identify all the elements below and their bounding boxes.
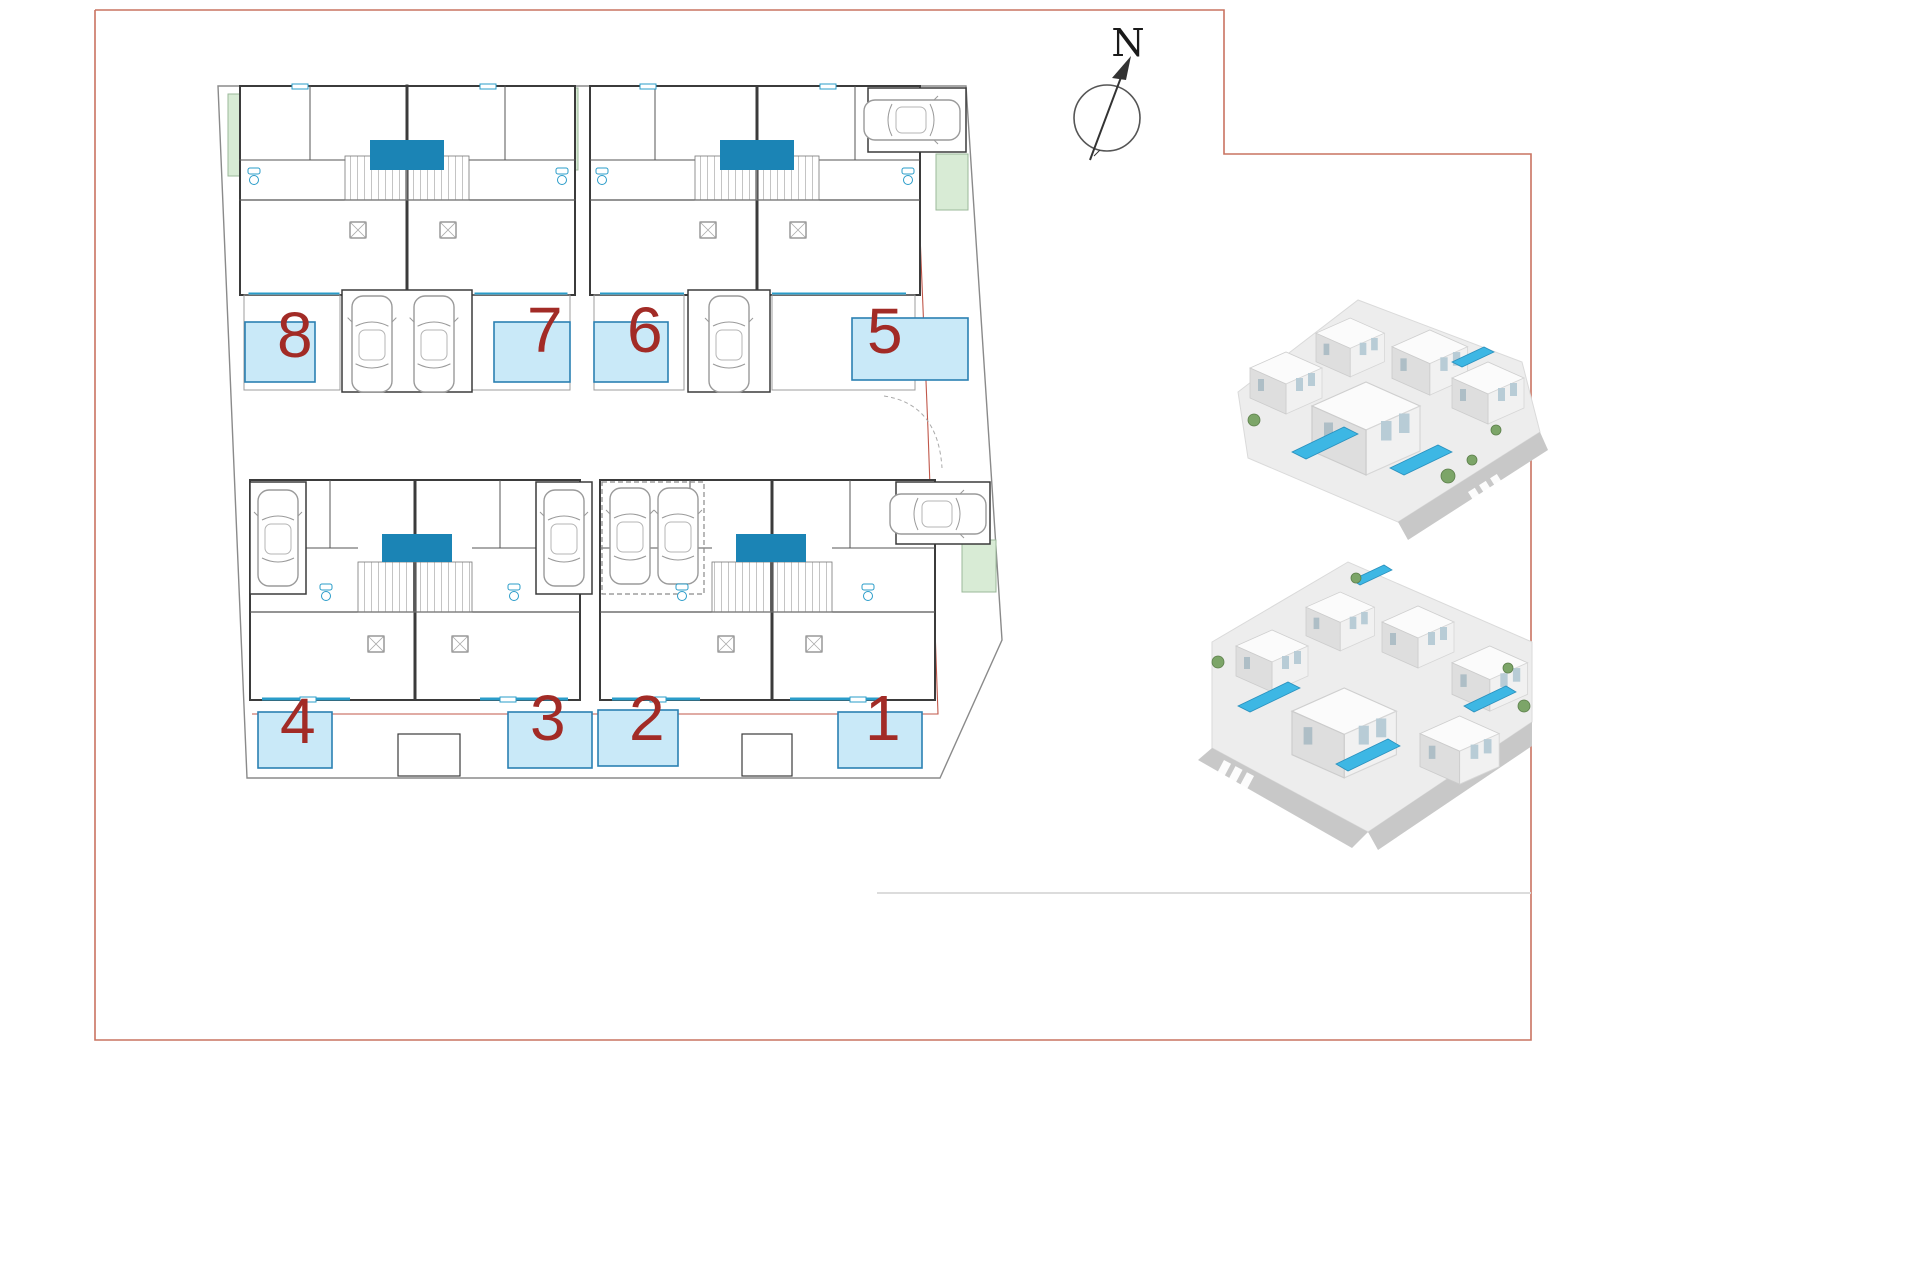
- table-icon: [451, 635, 469, 653]
- pool-1: [837, 711, 923, 769]
- crosswalk: [1468, 473, 1509, 511]
- unit-label-1: 1: [865, 682, 901, 754]
- window-icon: [499, 696, 517, 703]
- villa-3d-render-top: [1237, 299, 1548, 540]
- car-icon: [409, 295, 459, 393]
- render-pool: [1351, 564, 1393, 586]
- tree-icon: [1466, 454, 1478, 466]
- car-icon: [253, 489, 303, 587]
- unit-label-2: 2: [629, 682, 665, 754]
- pool-8: [244, 321, 316, 383]
- stair-core: [382, 534, 452, 562]
- entry-stub: [397, 733, 461, 777]
- stair-core: [736, 534, 806, 562]
- window-icon: [819, 83, 837, 90]
- car-icon: [539, 489, 589, 587]
- pool-3: [507, 711, 593, 769]
- stairs-icon: [414, 561, 473, 613]
- tree-icon: [1247, 413, 1261, 427]
- car-icon: [347, 295, 397, 393]
- unit-label-7: 7: [527, 294, 563, 366]
- render-pool: [1291, 426, 1359, 460]
- window-icon: [291, 83, 309, 90]
- tree-icon: [1517, 699, 1531, 713]
- north-arrow-icon: [1089, 71, 1124, 161]
- pool-2: [597, 709, 679, 767]
- pool-4: [257, 711, 333, 769]
- tree-icon: [1350, 572, 1362, 584]
- tree-icon: [1211, 655, 1225, 669]
- carport: [601, 481, 705, 595]
- car-icon: [704, 295, 754, 393]
- table-icon: [349, 221, 367, 239]
- road: [1398, 432, 1548, 540]
- window-icon: [639, 83, 657, 90]
- table-icon: [367, 635, 385, 653]
- tree-icon: [1502, 662, 1514, 674]
- gate-swing-arc: [883, 395, 943, 469]
- pool-6: [593, 321, 669, 383]
- entry-stub: [741, 733, 793, 777]
- duplex-units-6-5: [589, 83, 967, 393]
- table-icon: [805, 635, 823, 653]
- render-pool: [1463, 685, 1517, 713]
- pool-7: [493, 321, 571, 383]
- car-icon: [889, 489, 987, 539]
- window-icon: [849, 696, 867, 703]
- unit-label-8: 8: [277, 299, 313, 371]
- compass-north-label: N: [1111, 21, 1144, 65]
- duplex-units-4-3: [249, 479, 593, 777]
- unit-label-6: 6: [627, 294, 663, 366]
- pool-5: [851, 317, 969, 381]
- duplex-units-8-7: [239, 83, 576, 393]
- table-icon: [699, 221, 717, 239]
- car-icon: [605, 487, 655, 585]
- villa-3d-render-bottom: [1198, 561, 1533, 850]
- unit-label-3: 3: [530, 682, 566, 754]
- window-icon: [299, 696, 317, 703]
- north-compass: N: [1073, 21, 1145, 161]
- terrace: [243, 294, 341, 391]
- table-icon: [717, 635, 735, 653]
- table-icon: [789, 221, 807, 239]
- page-border: [94, 9, 1532, 1041]
- tree-icon: [1440, 468, 1456, 484]
- tree-icon: [1490, 424, 1502, 436]
- stair-core: [720, 140, 794, 170]
- crosswalk: [1213, 760, 1255, 796]
- green-area: [961, 539, 997, 593]
- render-pool: [1389, 444, 1453, 476]
- render-pool: [1335, 738, 1401, 772]
- duplex-units-2-1: [599, 479, 991, 777]
- stair-core: [370, 140, 444, 170]
- render-pool: [1237, 681, 1301, 713]
- stairs-icon: [771, 561, 833, 613]
- window-icon: [649, 696, 667, 703]
- table-icon: [439, 221, 457, 239]
- unit-label-5: 5: [867, 295, 903, 367]
- car-icon: [653, 487, 703, 585]
- window-icon: [479, 83, 497, 90]
- green-area: [935, 153, 969, 211]
- stairs-icon: [711, 561, 773, 613]
- unit-label-4: 4: [280, 685, 316, 757]
- stairs-icon: [357, 561, 416, 613]
- render-pool: [1451, 346, 1495, 368]
- car-icon: [863, 95, 961, 145]
